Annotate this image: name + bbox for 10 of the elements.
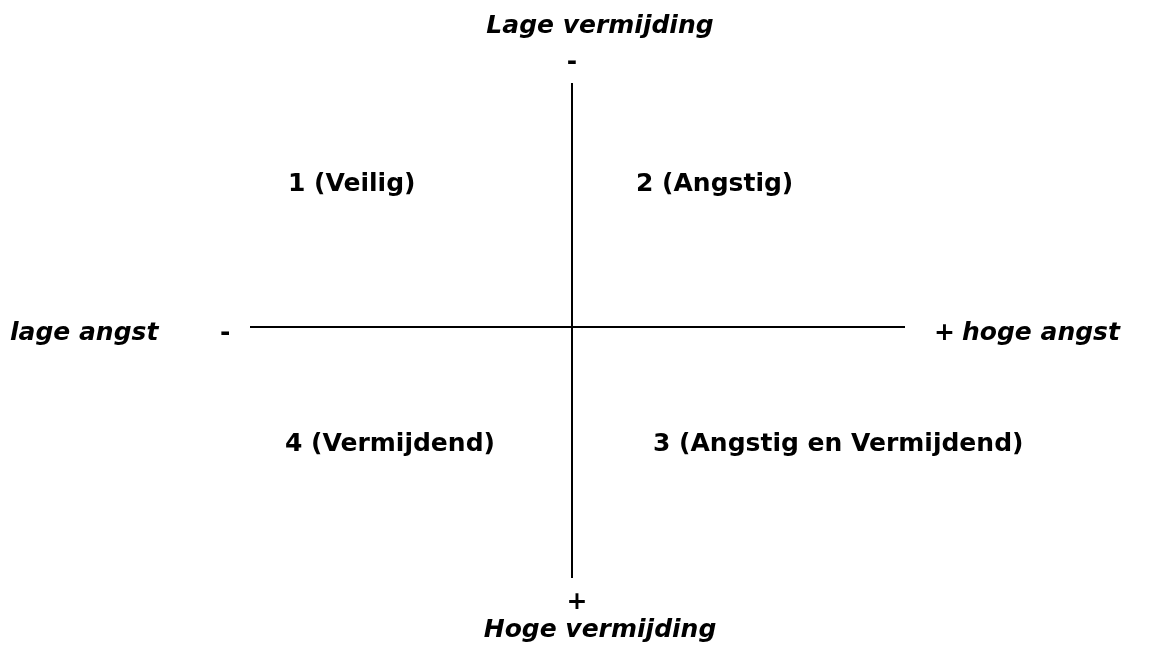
sign-label: + bbox=[934, 316, 955, 348]
quadrant-label: 1 (Veilig) bbox=[288, 167, 416, 199]
axis-title: Lage vermijding bbox=[486, 9, 714, 41]
quadrant-label: 4 (Vermijdend) bbox=[285, 427, 495, 459]
sign-label: - bbox=[220, 316, 231, 348]
sign-label: - bbox=[566, 45, 578, 77]
axis-title: lage angst bbox=[10, 316, 159, 348]
axis-title: hoge angst bbox=[962, 316, 1120, 348]
quadrant-label: 3 (Angstig en Vermijdend) bbox=[653, 427, 1024, 459]
quadrant-label: 2 (Angstig) bbox=[636, 167, 794, 199]
